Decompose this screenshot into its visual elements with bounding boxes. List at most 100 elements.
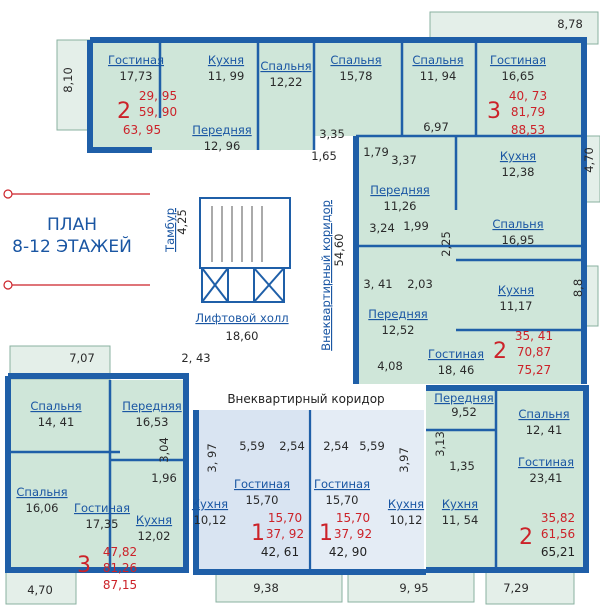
lift-hall-label: Лифтовой холл: [195, 311, 288, 325]
apartment-rooms: 2: [117, 99, 131, 124]
apartment-rooms: 1: [319, 521, 333, 546]
room-area: 12,02: [138, 529, 171, 543]
room-name: Передняя: [368, 307, 427, 321]
apartment-area-living: 40, 73: [509, 89, 547, 103]
apartment-area-living: 29, 95: [139, 89, 177, 103]
apartment-area-living: 35,82: [541, 511, 575, 525]
extra-area: 5,59: [239, 439, 265, 453]
apartment-rooms: 2: [493, 339, 507, 364]
small-area-label: 2, 43: [181, 351, 210, 365]
room-area: 23,41: [530, 471, 563, 485]
extra-area: 8,10: [61, 67, 75, 93]
extra-area: 1,79: [363, 145, 389, 159]
apartment-area-full: 75,27: [517, 363, 551, 377]
room-name: Передняя: [434, 391, 493, 405]
apartment-rooms: 3: [77, 553, 91, 578]
room-area: 16,65: [502, 69, 535, 83]
apartment-area-living: 47,82: [103, 545, 137, 559]
room-name: Гостиная: [428, 347, 484, 361]
apartment-area-total: 81,79: [511, 105, 545, 119]
extra-area: 3,04: [157, 437, 171, 463]
room-name: Спальня: [260, 59, 311, 73]
apartment-area-total: 70,87: [517, 345, 551, 359]
extra-area: 1,99: [403, 219, 429, 233]
room-name: Кухня: [498, 283, 534, 297]
extra-area: 3, 97: [205, 443, 219, 472]
room-area: 17,73: [120, 69, 153, 83]
room-area: 16,95: [502, 233, 535, 247]
apartment-4: Спальня 14, 41 Передняя 16,53 Спальня 16…: [16, 351, 278, 597]
room-area: 17,35: [86, 517, 119, 531]
apartment-2: Спальня 15,78 Спальня 11, 94 Гостиная 16…: [330, 17, 596, 235]
extra-area: 2,54: [279, 439, 305, 453]
extra-area: 2,25: [439, 231, 453, 257]
room-name: Передняя: [122, 399, 181, 413]
room-area: 11, 94: [420, 69, 457, 83]
apartment-area-living: 15,70: [268, 511, 302, 525]
extra-area: 7,29: [503, 581, 529, 595]
room-name: Гостиная: [490, 53, 546, 67]
extra-area: 4,70: [582, 147, 596, 173]
extra-area: 3,37: [391, 153, 417, 167]
apartment-area-total: 37, 92: [266, 527, 304, 541]
room-name: Спальня: [412, 53, 463, 67]
extra-area: 3,97: [397, 447, 411, 473]
apartment-rooms: 1: [251, 521, 265, 546]
extra-area: 3,24: [369, 221, 395, 235]
apartment-area-living: 15,70: [336, 511, 370, 525]
room-area: 11, 54: [442, 513, 479, 527]
apartment-area-full: 42, 61: [261, 545, 299, 559]
room-area: 15,70: [326, 493, 359, 507]
apartment-area-full: 42, 90: [329, 545, 367, 559]
room-name: Кухня: [500, 149, 536, 163]
apartment-3: Спальня 16,95 Кухня 11,17 Передняя 12,52…: [363, 217, 585, 377]
apartment-rooms: 3: [487, 99, 501, 124]
apartment-area-full: 88,53: [511, 123, 545, 137]
apartment-area-full: 87,15: [103, 578, 137, 592]
apartment-1: Гостиная 17,73 Кухня 11, 99 Спальня 12,2…: [61, 53, 345, 163]
apartment-area-total: 81,26: [103, 561, 137, 575]
apartment-6: Гостиная 15,70 Кухня 10,12 1 15,70 37, 9…: [314, 439, 429, 595]
room-name: Кухня: [388, 497, 424, 511]
room-area: 12,22: [270, 75, 303, 89]
room-name: Спальня: [518, 407, 569, 421]
extra-area: 7,07: [69, 351, 95, 365]
room-area: 10,12: [194, 513, 227, 527]
extra-area: 6,97: [423, 120, 449, 134]
room-area: 15,78: [340, 69, 373, 83]
room-area: 16,06: [26, 501, 59, 515]
extra-area: 3,13: [433, 431, 447, 457]
apartment-area-full: 63, 95: [123, 123, 161, 137]
extra-area: 8,8: [571, 279, 585, 297]
room-area: 11,17: [500, 299, 533, 313]
room-area: 14, 41: [38, 415, 75, 429]
room-name: Спальня: [492, 217, 543, 231]
extra-area: 8,78: [557, 17, 583, 31]
tambur-label: Тамбур: [163, 208, 177, 253]
apartment-area-full: 65,21: [541, 545, 575, 559]
extra-area: 9,38: [253, 581, 279, 595]
room-area: 11, 99: [208, 69, 245, 83]
extra-area: 3, 41: [363, 277, 392, 291]
room-area: 18, 46: [438, 363, 475, 377]
apartment-area-total: 61,56: [541, 527, 575, 541]
room-name: Гостиная: [518, 455, 574, 469]
room-area: 15,70: [246, 493, 279, 507]
room-area: 10,12: [390, 513, 423, 527]
apartment-5: Гостиная 15,70 Кухня 10,12 1 15,70 37, 9…: [192, 439, 305, 559]
extra-area: 1,65: [311, 149, 337, 163]
extra-area: 4,08: [377, 359, 403, 373]
corridor-area-vertical: 54,60: [332, 234, 346, 267]
room-area: 16,53: [136, 415, 169, 429]
room-area: 12, 41: [526, 423, 563, 437]
room-name: Гостиная: [108, 53, 164, 67]
room-name: Передняя: [370, 183, 429, 197]
room-area: 12,52: [382, 323, 415, 337]
extra-area: 2,54: [323, 439, 349, 453]
room-area: 12, 96: [204, 139, 241, 153]
plan-title-line1: ПЛАН: [47, 215, 97, 235]
lift-hall-area: 18,60: [226, 329, 259, 343]
tambur-area: 4,25: [175, 209, 189, 235]
room-name: Гостиная: [314, 477, 370, 491]
